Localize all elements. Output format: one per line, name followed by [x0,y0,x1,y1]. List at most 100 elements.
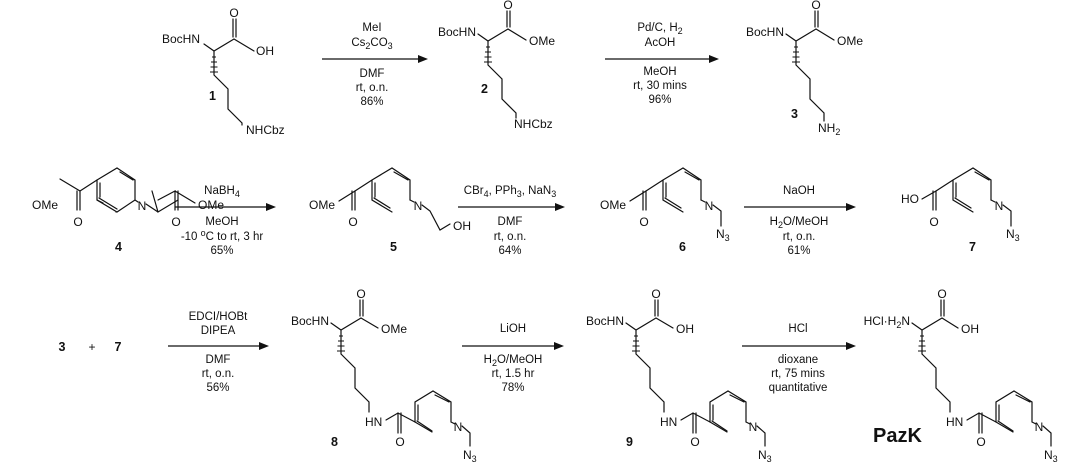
pazk-ring-n: N [1035,420,1044,434]
step-4-reagent-1: CBr4, PPh3, NaN3 [464,185,556,199]
combine-plus: + [88,340,95,354]
compound-6-number: 6 [679,240,686,254]
compound-2-ester: OMe [529,34,555,48]
pazk-salt: HCl·H2N [864,314,910,330]
compound-8: BocHN O OMe HN O N N3 8 [291,287,477,464]
stereo-hash-9 [632,335,640,352]
pazk-oxo-bottom: O [976,435,985,449]
compound-8-oxo-top: O [356,287,365,301]
step-5-yield: 61% [787,245,810,257]
compound-5-number: 5 [390,240,397,254]
step-7-conditions: rt, 1.5 hr [492,368,535,380]
step-4-conditions: rt, o.n. [494,231,527,243]
compound-7-number: 7 [969,240,976,254]
step-7-reagent-1: LiOH [500,323,526,335]
compound-6: OMe O N N3 6 [600,167,730,254]
compound-9: BocHN O OH HN O N N3 9 [586,287,772,464]
compound-1-oxo: O [229,6,238,20]
step-3: NaBH4 MeOH -10 oC to rt, 3 hr 65% [175,185,276,257]
step-4: CBr4, PPh3, NaN3 DMF rt, o.n. 64% [458,185,565,257]
compound-2-amine: BocHN [438,25,476,39]
compound-6-ring-n: N [705,199,714,213]
compound-3: BocHN O OMe NH2 3 [746,0,863,137]
stereo-hash-3 [792,46,800,63]
compound-4-number: 4 [115,240,122,254]
compound-1-amine: BocHN [162,32,200,46]
compound-9-amine: BocHN [586,314,624,328]
compound-8-oxo-bottom: O [395,435,404,449]
step-5-reagent-1: NaOH [783,185,815,197]
compound-6-oxo: O [639,215,648,229]
compound-3-amine: BocHN [746,25,784,39]
step-8-reagent-1: HCl [788,323,807,335]
step-8: HCl dioxane rt, 75 mins quantitative [742,323,856,394]
step-6-solvent: DMF [206,354,231,366]
step-7-yield: 78% [501,382,524,394]
compound-7: HO O N N3 7 [901,167,1020,254]
compound-4-oxo-left: O [73,215,82,229]
step-8-yield: quantitative [769,382,828,394]
compound-1-side: NHCbz [246,123,285,137]
compound-5-ring-n: N [414,199,423,213]
step-2-solvent: MeOH [643,66,676,78]
compound-4: OMe O N O OMe 4 [32,167,224,254]
compound-3-side: NH2 [818,121,840,137]
pazk-label: PazK [873,425,922,447]
compound-7-ring-n: N [995,199,1004,213]
stereo-hash-8 [337,335,345,352]
compound-5: OMe O N OH 5 [309,167,471,254]
compound-5-alcohol: OH [453,219,471,233]
combine-reactants: 3 + 7 [59,340,122,354]
step-1-solvent: DMF [360,68,385,80]
compound-6-azide: N3 [716,227,730,243]
step-2: Pd/C, H2 AcOH MeOH rt, 30 mins 96% [605,22,719,106]
compound-9-oxo-bottom: O [690,435,699,449]
compound-7-oxo: O [929,215,938,229]
compound-pazk: HCl·H2N O OH HN O N N3 PazK [864,287,1058,464]
step-4-solvent: DMF [498,216,523,228]
compound-2: BocHN O OMe NHCbz 2 [438,0,555,131]
step-3-reagent-1: NaBH4 [204,185,240,199]
compound-1-acid: OH [256,44,274,58]
step-7: LiOH H2O/MeOH rt, 1.5 hr 78% [462,323,564,394]
compound-3-oxo: O [811,0,820,12]
step-6-reagent-2: DIPEA [201,325,236,337]
compound-6-ester: OMe [600,198,626,212]
compound-3-ester: OMe [837,34,863,48]
pazk-oxo-top: O [937,287,946,301]
step-3-yield: 65% [210,245,233,257]
compound-9-ring-n: N [749,420,758,434]
compound-5-ester: OMe [309,198,335,212]
pazk-azide: N3 [1044,448,1058,464]
compound-2-side: NHCbz [514,117,553,131]
compound-8-number: 8 [331,435,338,449]
compound-7-azide: N3 [1006,227,1020,243]
stereo-hash-1 [210,56,218,73]
step-1: MeI Cs2CO3 DMF rt, o.n. 86% [322,22,428,108]
step-1-reagent-2: Cs2CO3 [351,37,392,51]
step-7-solvent: H2O/MeOH [484,354,543,368]
step-5: NaOH H2O/MeOH rt, o.n. 61% [744,185,856,257]
step-8-conditions: rt, 75 mins [771,368,825,380]
compound-2-number: 2 [481,82,488,96]
step-5-solvent: H2O/MeOH [770,216,829,230]
compound-8-azide: N3 [463,448,477,464]
step-2-reagent-1: Pd/C, H2 [637,22,682,36]
compound-3-number: 3 [791,107,798,121]
step-1-yield: 86% [360,96,383,108]
step-1-conditions: rt, o.n. [356,82,389,94]
step-3-solvent: MeOH [205,216,238,228]
step-8-solvent: dioxane [778,354,818,366]
step-2-yield: 96% [648,94,671,106]
step-2-conditions: rt, 30 mins [633,80,687,92]
compound-1-number: 1 [209,89,216,103]
stereo-hash-2 [484,46,492,63]
compound-9-number: 9 [626,435,633,449]
step-4-yield: 64% [498,245,521,257]
compound-4-oxo-right: O [171,215,180,229]
step-6-reagent-1: EDCI/HOBt [189,311,249,323]
step-2-reagent-2: AcOH [645,37,676,49]
compound-9-oxo-top: O [651,287,660,301]
pazk-amide: HN [946,415,963,429]
